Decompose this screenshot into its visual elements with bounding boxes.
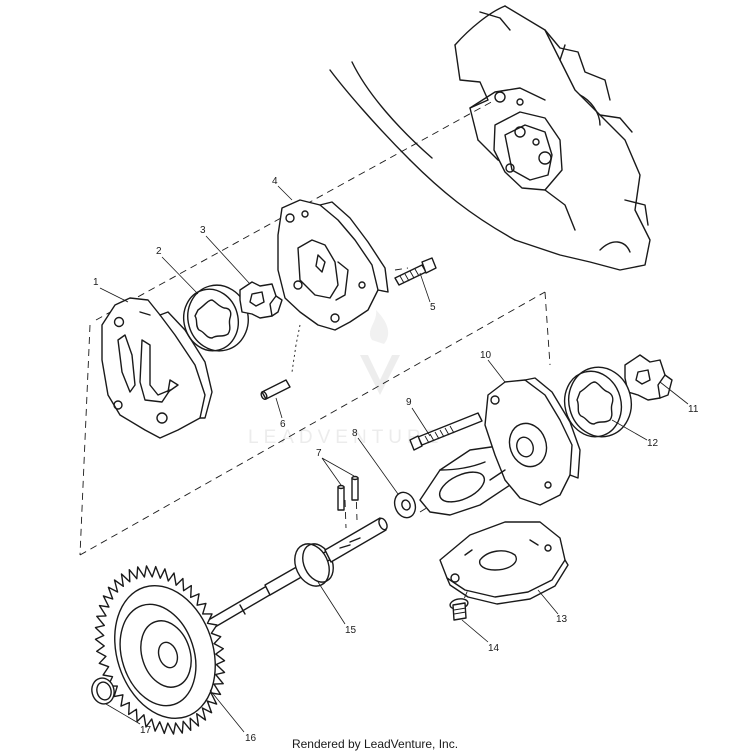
pump-housing [419,377,581,516]
callout-10: 10 [480,350,492,361]
callout-4: 4 [272,176,278,187]
shaft-15 [204,517,388,631]
washer-8 [393,491,417,519]
dowel-pin-6 [260,379,291,400]
circlip-17 [91,677,115,705]
callout-7: 7 [316,448,322,459]
screw-14 [449,598,469,621]
pump-cover-plate [101,297,213,439]
pump-cover-13 [439,521,569,605]
bolt-9 [409,412,483,451]
bolt-5 [394,257,437,286]
callout-3: 3 [200,225,206,236]
outer-rotor [183,284,249,352]
callout-6: 6 [280,419,286,430]
callout-17: 17 [140,725,152,736]
callout-12: 12 [647,438,659,449]
callout-numbers: 1 2 3 4 5 6 7 8 9 10 11 12 13 14 15 16 1… [93,176,699,744]
pump-body-plate [277,199,389,331]
callout-13: 13 [556,614,568,625]
callout-9: 9 [406,397,412,408]
outer-rotor-12 [563,366,632,438]
callout-1: 1 [93,277,99,288]
callout-15: 15 [345,625,357,636]
inner-rotor-11 [624,354,673,401]
callout-8: 8 [352,428,358,439]
callout-2: 2 [156,246,162,257]
drive-gear-16 [94,565,226,735]
callout-11: 11 [688,404,699,415]
watermark: LEADVENTURE [248,310,443,448]
callout-16: 16 [245,733,257,744]
pins-7 [337,475,359,511]
callout-14: 14 [488,643,500,654]
engine-crankcase [329,5,651,271]
callout-5: 5 [430,302,436,313]
callout-leaders [99,185,689,733]
inner-rotor [239,281,283,319]
watermark-text: LEADVENTURE [248,427,443,448]
footer-credit: Rendered by LeadVenture, Inc. [291,737,459,751]
